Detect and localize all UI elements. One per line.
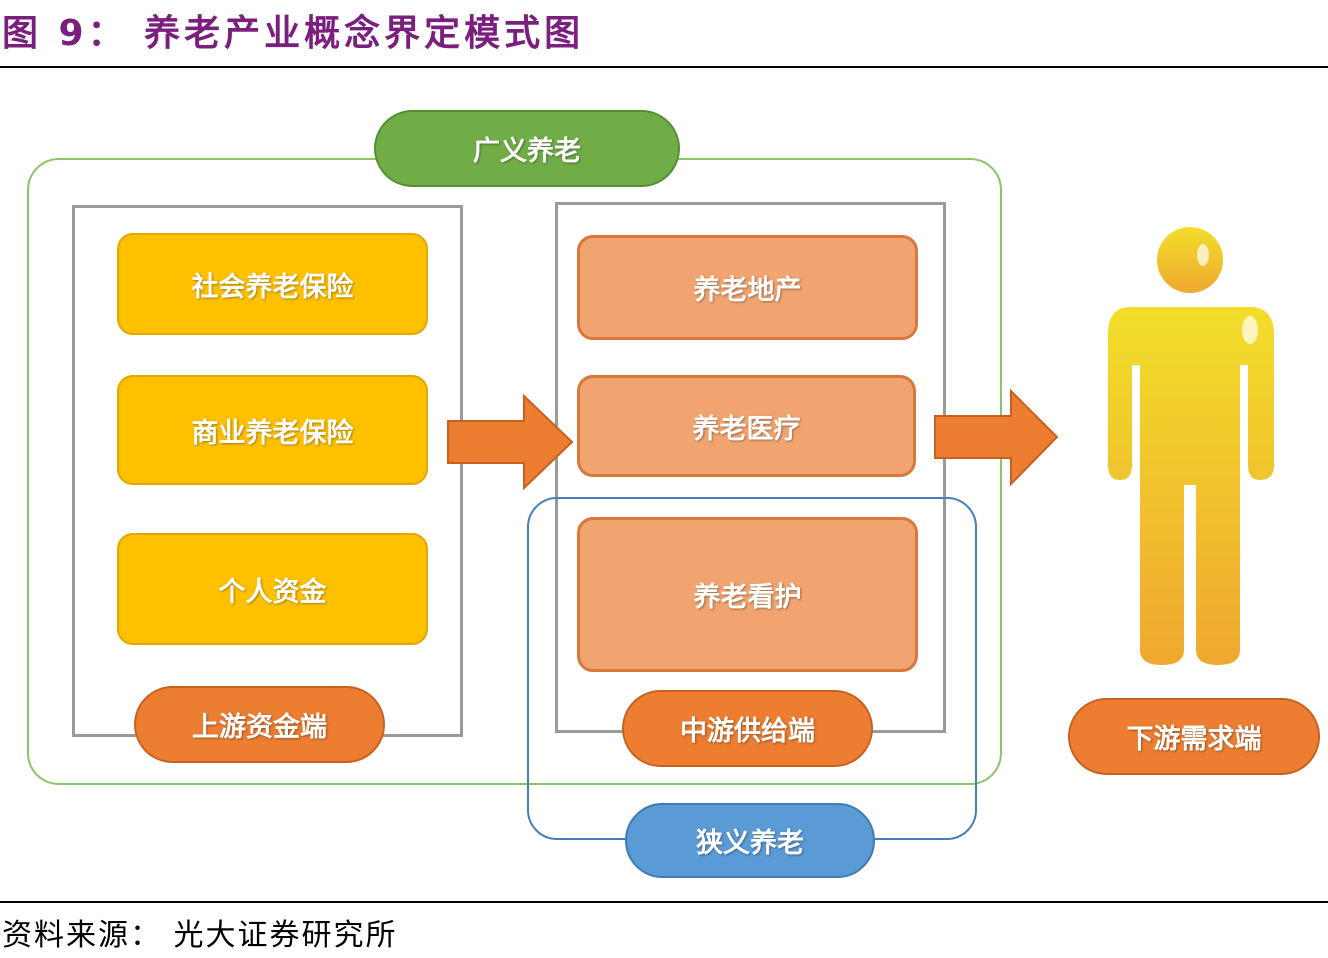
title-divider xyxy=(0,66,1328,68)
midstream-item: 养老看护 xyxy=(577,517,918,672)
upstream-item: 商业养老保险 xyxy=(117,375,428,485)
source-divider xyxy=(0,901,1328,903)
upstream-item: 个人资金 xyxy=(117,533,428,645)
midstream-item: 养老地产 xyxy=(577,235,918,340)
narrow-elderly-care-label: 狭义养老 xyxy=(625,803,875,878)
upstream-label: 上游资金端 xyxy=(134,686,385,763)
arrow-right-icon xyxy=(934,388,1059,487)
figure-title: 图 9： 养老产业概念界定模式图 xyxy=(2,13,585,54)
midstream-label: 中游供给端 xyxy=(622,690,873,767)
midstream-item: 养老医疗 xyxy=(577,375,916,477)
downstream-label: 下游需求端 xyxy=(1068,698,1320,775)
arrow-right-icon xyxy=(447,393,574,491)
upstream-item: 社会养老保险 xyxy=(117,233,428,335)
source-note: 资料来源： 光大证券研究所 xyxy=(2,918,398,953)
person-icon xyxy=(1108,227,1274,665)
broad-elderly-care-label: 广义养老 xyxy=(374,110,680,187)
